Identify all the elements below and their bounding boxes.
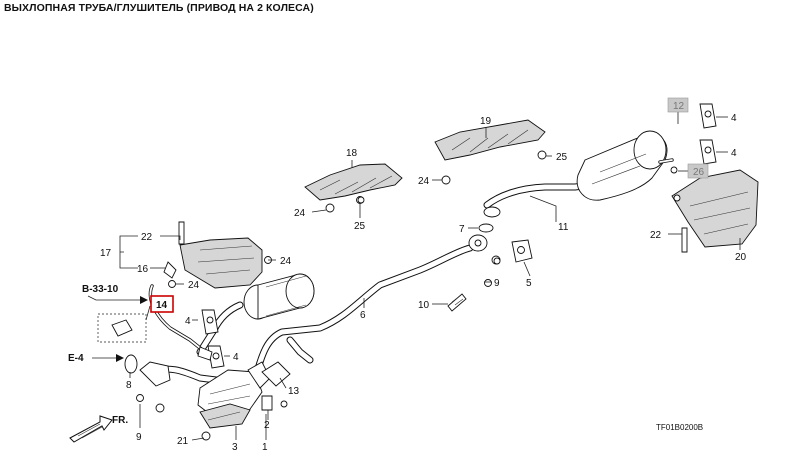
callout-17[interactable]: 17 [100,248,112,259]
callout-12-box[interactable]: 12 [667,97,689,113]
callout-24-mid[interactable]: 24 [418,176,430,187]
hanger-part-4-bottom [207,345,225,369]
callout-12[interactable]: 12 [673,101,685,112]
leader-lines [87,112,741,441]
callout-22-right[interactable]: 22 [650,230,662,241]
gasket-part-8 [124,354,138,374]
callout-13[interactable]: 13 [288,386,300,397]
callout-24-bracket[interactable]: 24 [188,280,200,291]
callout-26[interactable]: 26 [693,167,705,178]
callout-18[interactable]: 18 [346,148,358,159]
callout-4-top[interactable]: 4 [731,113,737,124]
heat-shield-19 [434,119,546,161]
heat-shield-17 [163,237,263,289]
bolt-markers [136,150,681,441]
callout-3[interactable]: 3 [232,442,238,453]
front-manifold-pipe [139,361,171,387]
ref-e-4[interactable]: E-4 [68,353,84,364]
callout-2[interactable]: 2 [264,420,270,431]
page-title: ВЫХЛОПНАЯ ТРУБА/ГЛУШИТЕЛЬ (ПРИВОД НА 2 К… [4,2,314,14]
callout-4-mid[interactable]: 4 [731,148,737,159]
callout-22-left[interactable]: 22 [141,232,153,243]
bracket-part-2 [261,395,273,411]
callout-8[interactable]: 8 [126,380,132,391]
callout-4-bottom[interactable]: 4 [233,352,239,363]
muffler-part-11 [576,130,674,201]
callout-25-left[interactable]: 25 [354,221,366,232]
resonator-part-6 [243,273,315,320]
callout-7[interactable]: 7 [459,224,465,235]
heat-shield-20 [671,169,759,248]
hanger-part-4-mid [699,139,717,165]
hanger-part-5 [511,239,533,263]
ref-b-33-10[interactable]: B-33-10 [82,284,119,295]
gasket-part-7 [478,223,494,233]
callout-24-left[interactable]: 24 [294,208,306,219]
callout-14-box[interactable]: 14 [150,295,174,313]
lower-shield-part-3 [199,403,251,429]
front-direction-arrow [69,415,113,443]
callout-1[interactable]: 1 [262,442,268,453]
stud-part-22-right [681,227,688,253]
heat-shield-18 [304,163,403,204]
bolt-part-10 [447,293,467,312]
hanger-part-4-top [699,103,717,129]
sensor-part-14 [148,284,213,361]
callout-10[interactable]: 10 [418,300,430,311]
callout-26-box[interactable]: 26 [687,163,709,179]
callout-20[interactable]: 20 [735,252,747,263]
callout-25-right[interactable]: 25 [556,152,568,163]
callout-24-shield[interactable]: 24 [280,256,292,267]
callout-11[interactable]: 11 [558,222,569,233]
converter-part-1 [197,361,271,419]
callout-9-left[interactable]: 9 [136,432,142,443]
callout-16[interactable]: 16 [137,264,149,275]
callout-21[interactable]: 21 [177,436,189,447]
callout-14[interactable]: 14 [156,300,168,311]
callout-6[interactable]: 6 [360,310,366,321]
front-direction-label: FR. [112,415,128,426]
b3310-reference-box [97,305,151,343]
image-code: TF01B0200B [656,423,703,432]
hanger-part-4-left [201,309,219,335]
flange-joint [468,206,501,265]
callout-9-right[interactable]: 9 [494,278,500,289]
stud-part-22-left [178,221,185,245]
callout-4-left[interactable]: 4 [185,316,191,327]
callout-19[interactable]: 19 [480,116,492,127]
callout-5[interactable]: 5 [526,278,532,289]
flex-part-13 [261,361,291,387]
